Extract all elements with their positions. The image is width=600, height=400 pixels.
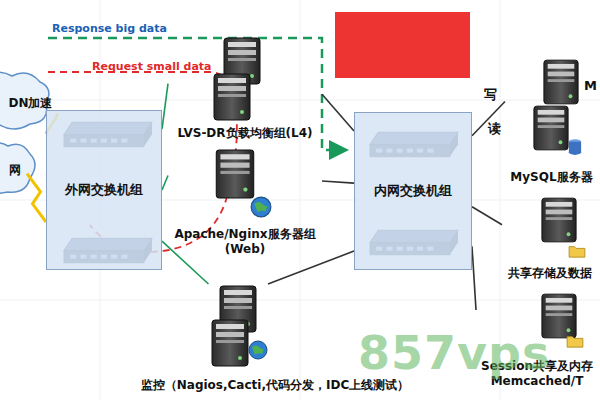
cloud-node: 网 [3,158,27,184]
node-label: 外网交换机组 [63,182,145,199]
network-link [162,84,168,130]
server-group: LVS-DR负载均衡组(L4) [168,36,322,142]
flow-note: Request small data [92,60,212,73]
network-link [322,94,354,131]
network-link [268,251,354,284]
network-link [322,181,354,183]
node-label: 网 [7,163,23,179]
watermark: 857vps [358,326,550,380]
network-link [162,241,209,284]
server-group: 共享存储及数据 [502,194,597,282]
lightning-link [27,174,46,222]
node-label: MySQL服务器 [508,170,594,186]
cut-label: M [584,78,597,93]
access-note: 读 [488,120,501,138]
server-group: Apache/Nginx服务器组(Web) [168,148,322,258]
switch-group: 外网交换机组 [46,110,162,270]
access-note: 写 [484,86,497,104]
network-link [162,176,168,191]
switch-group: 内网交换机组 [354,112,472,270]
node-label: 监控（Nagios,Cacti,代码分发，IDC上线测试） [139,378,411,394]
node-label: (Web) [223,242,268,258]
network-link [472,246,476,310]
flow-note: Response big data [52,22,167,35]
node-label: Apache/Nginx服务器组 [172,227,317,243]
node-label: 共享存储及数据 [506,266,594,282]
network-link [472,207,502,225]
server-group: MySQL服务器 [505,56,598,186]
node-label: LVS-DR负载均衡组(L4) [175,126,314,142]
node-label: 内网交换机组 [372,183,454,200]
